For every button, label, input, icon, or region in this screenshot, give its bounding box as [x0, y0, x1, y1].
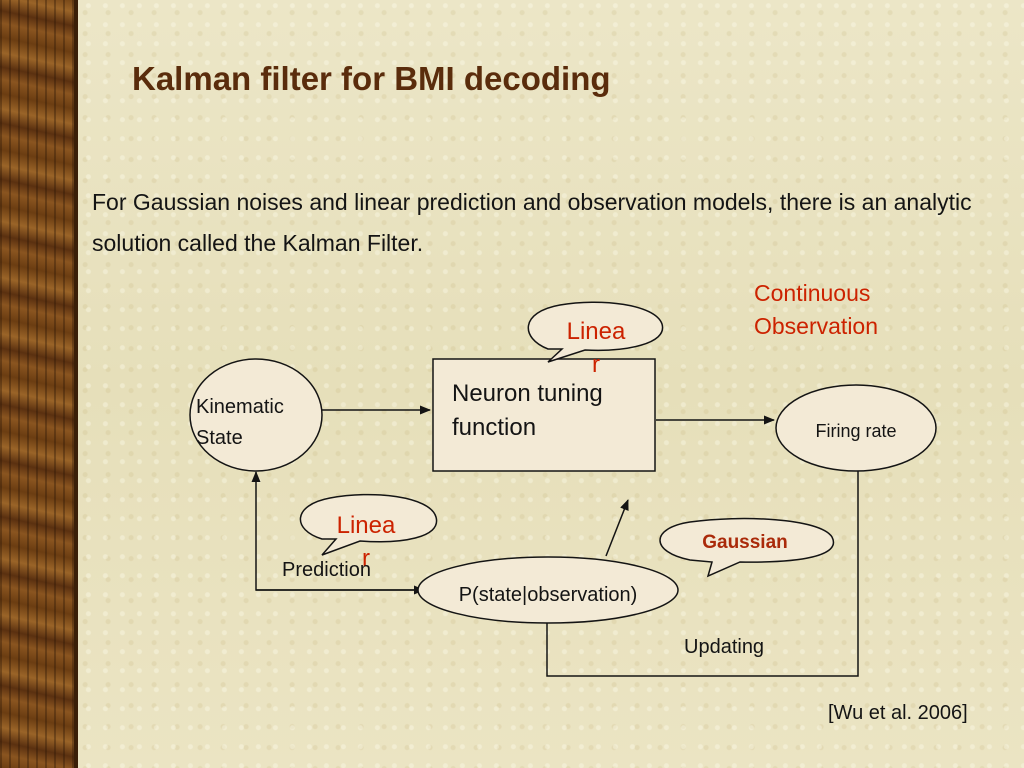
continuous-observation-label-2: Observation [754, 313, 878, 339]
updating-line [546, 470, 859, 677]
callout-gaussian [659, 517, 835, 578]
posterior-label: P(state|observation) [459, 584, 638, 606]
kinematic-state-node [189, 358, 323, 472]
callout-linear-top-label-2: r [592, 351, 600, 378]
arrow-posterior-up [605, 499, 629, 557]
callout-linear-top-label-1: Linea [567, 318, 626, 345]
citation: [Wu et al. 2006] [828, 702, 968, 724]
kinematic-state-label-2: State [196, 427, 243, 449]
tuning-function-box [432, 358, 656, 472]
firing-rate-label: Firing rate [815, 421, 896, 441]
updating-label: Updating [684, 636, 764, 658]
callout-linear-top [527, 301, 664, 363]
prediction-label: Prediction [282, 559, 371, 581]
posterior-node [417, 556, 679, 624]
slide-title: Kalman filter for BMI decoding [132, 60, 611, 97]
callout-gaussian-label: Gaussian [702, 532, 788, 553]
wood-border [0, 0, 78, 768]
callout-linear-left-label-1: Linea [337, 512, 396, 539]
continuous-observation-label-1: Continuous [754, 280, 870, 306]
callout-linear-left-label-2: r [362, 545, 370, 572]
tuning-function-label-2: function [452, 414, 536, 441]
firing-rate-node [775, 384, 937, 472]
callout-linear-left [299, 493, 438, 556]
kinematic-state-label-1: Kinematic [196, 396, 284, 418]
intro-text: For Gaussian noises and linear predictio… [92, 189, 972, 256]
tuning-function-label-1: Neuron tuning [452, 380, 603, 407]
